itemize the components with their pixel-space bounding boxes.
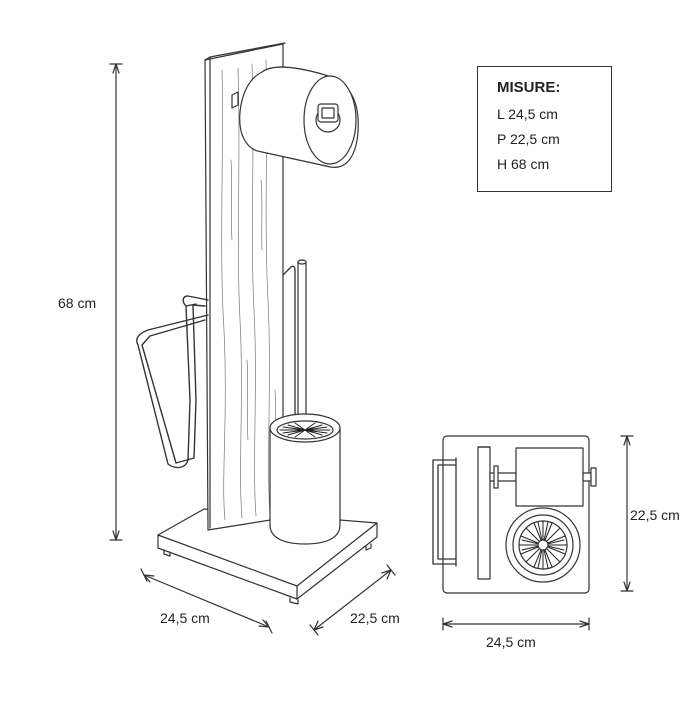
top-view xyxy=(432,435,597,594)
depth-dimension-line-front xyxy=(309,564,396,636)
spec-row-length: L 24,5 cm xyxy=(497,106,558,122)
spec-row-depth: P 22,5 cm xyxy=(497,131,560,147)
depth-front-label: 22,5 cm xyxy=(350,610,400,626)
toilet-paper-roll xyxy=(231,66,359,168)
depth-dimension-line-top xyxy=(620,435,634,592)
spec-box-title: MISURE: xyxy=(497,79,561,96)
height-dimension-line xyxy=(109,63,123,541)
depth-top-label: 22,5 cm xyxy=(630,507,680,523)
width-top-label: 24,5 cm xyxy=(486,634,536,650)
magazine-rack xyxy=(136,295,209,469)
brush-holder-frame xyxy=(282,265,296,431)
width-dimension-line-top xyxy=(442,617,590,631)
spec-row-height: H 68 cm xyxy=(497,156,550,172)
base-plate xyxy=(157,508,378,605)
toilet-brush xyxy=(269,259,341,545)
spec-box: MISURE: L 24,5 cm P 22,5 cm H 68 cm xyxy=(477,66,612,192)
width-dimension-line-front xyxy=(140,568,273,634)
width-front-label: 24,5 cm xyxy=(160,610,210,626)
height-label: 68 cm xyxy=(58,295,97,311)
